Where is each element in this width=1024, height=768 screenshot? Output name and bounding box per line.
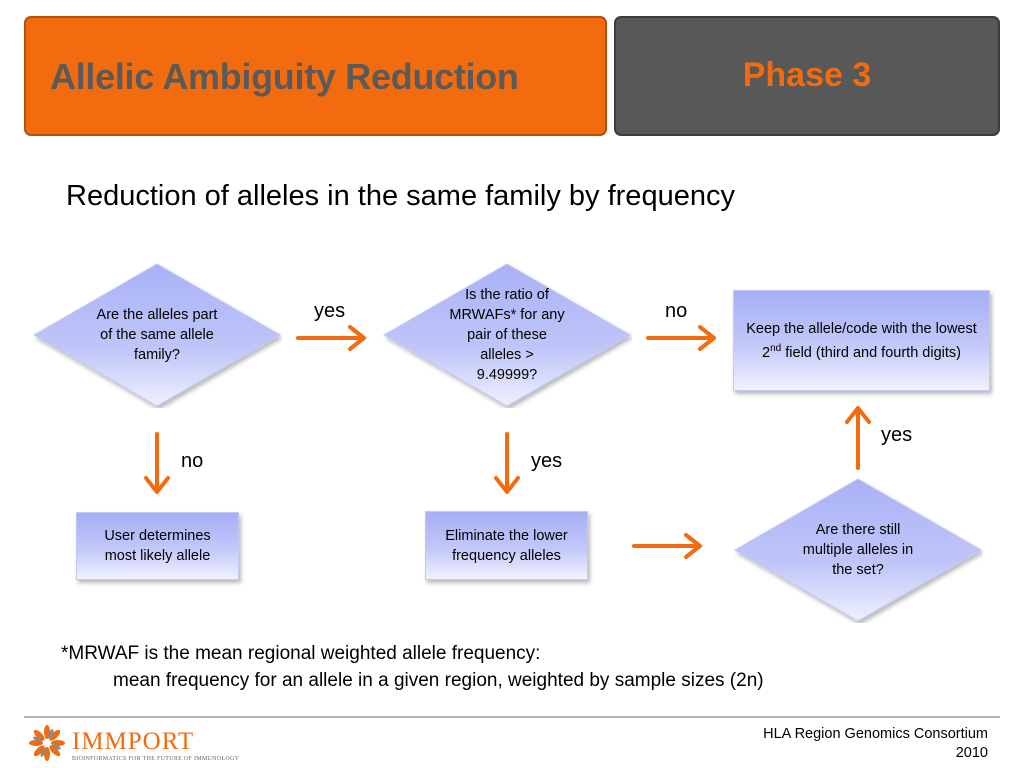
phase-label: Phase 3 xyxy=(742,56,872,94)
header-phase-panel: Phase 3 xyxy=(614,16,1000,136)
edge-label-yes: yes xyxy=(881,424,913,446)
starburst-logo-icon xyxy=(29,725,65,761)
decision-ratio-check-text: Is the ratio of MRWAFs* for any pair of … xyxy=(449,287,565,383)
arrow-same-family-to-user xyxy=(144,432,170,494)
edge-label-yes: yes xyxy=(314,300,346,322)
consortium-name: HLA Region Genomics Consortium xyxy=(763,726,988,742)
slide-title: Allelic Ambiguity Reduction xyxy=(50,56,519,97)
diamond-shape xyxy=(32,263,282,407)
diamond-shape xyxy=(733,478,983,622)
arrow-ratio-to-keep xyxy=(646,325,716,351)
edge-label-no: no xyxy=(181,450,204,472)
arrow-ratio-to-eliminate xyxy=(494,432,520,494)
action-eliminate-text: Eliminate the lower frequency alleles xyxy=(445,527,568,564)
footnote-line-2: mean frequency for an allele in a given … xyxy=(113,670,764,691)
slide-subtitle: Reduction of alleles in the same family … xyxy=(66,180,735,212)
header-title-panel: Allelic Ambiguity Reduction xyxy=(24,16,607,136)
edge-label-yes: yes xyxy=(531,450,563,472)
action-keep-allele-text: Keep the allele/code with the lowest 2nd… xyxy=(746,320,977,361)
action-eliminate: Eliminate the lower frequency alleles xyxy=(425,511,588,580)
action-user-determines-text: User determines most likely allele xyxy=(104,528,211,564)
footer-divider xyxy=(24,716,1000,718)
footnote: *MRWAF is the mean regional weighted all… xyxy=(61,640,764,694)
logo-wordmark: IMMPORT xyxy=(72,728,195,755)
logo-tagline: BIOINFORMATICS FOR THE FUTURE OF IMMUNOL… xyxy=(72,756,240,762)
footnote-line-1: *MRWAF is the mean regional weighted all… xyxy=(61,643,541,664)
arrow-still-multiple-to-keep xyxy=(845,406,871,470)
diamond-shape xyxy=(382,263,632,407)
action-user-determines: User determines most likely allele xyxy=(76,512,239,580)
consortium-year: 2010 xyxy=(955,745,988,761)
edge-label-no: no xyxy=(665,300,688,322)
arrow-same-family-to-ratio xyxy=(296,325,366,351)
decision-same-family-text: Are the alleles part of the same allele … xyxy=(96,307,218,363)
consortium-credit: HLA Region Genomics Consortium 2010 xyxy=(763,725,988,763)
decision-same-family: Are the alleles part of the same allele … xyxy=(32,262,282,408)
action-keep-allele: Keep the allele/code with the lowest 2nd… xyxy=(733,290,990,391)
decision-ratio-check: Is the ratio of MRWAFs* for any pair of … xyxy=(382,262,632,408)
decision-still-multiple: Are there still multiple alleles in the … xyxy=(733,477,983,623)
immport-logo: IMMPORT BIOINFORMATICS FOR THE FUTURE OF… xyxy=(28,724,239,764)
arrow-eliminate-to-still-multiple xyxy=(632,533,702,559)
decision-still-multiple-text: Are there still multiple alleles in the … xyxy=(802,522,914,578)
